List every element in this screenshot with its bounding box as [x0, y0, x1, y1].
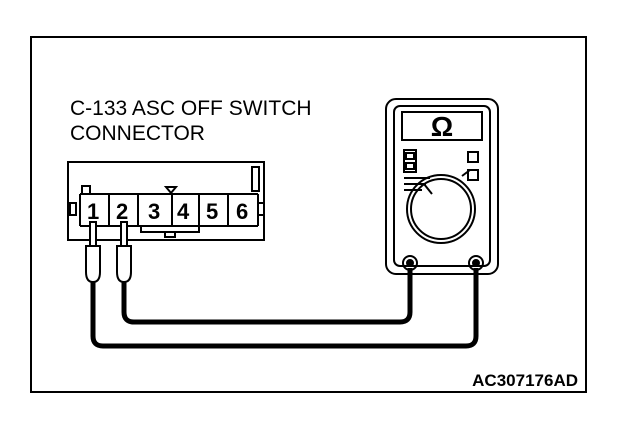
multimeter-body-inner [393, 105, 491, 267]
multimeter-jack-left [402, 255, 418, 271]
connector-keying-notch [164, 231, 176, 238]
multimeter-jack-right [468, 255, 484, 271]
pin-label-5: 5 [206, 199, 218, 224]
multimeter-display [401, 111, 483, 141]
connector-side-clip-left [69, 202, 77, 216]
pin-indicator-triangle [163, 186, 179, 195]
connector-left-tab [81, 185, 91, 195]
connector-housing [67, 161, 265, 241]
pin-label-6: 6 [236, 199, 248, 224]
test-probe-1 [85, 221, 101, 284]
multimeter-body-outer [385, 98, 499, 275]
diagram-frame [30, 36, 587, 393]
lead-wire-pin1 [90, 268, 479, 349]
connector-title-line1: C-133 ASC OFF SWITCH [70, 97, 312, 120]
ohm-symbol: Ω [431, 111, 453, 142]
lead-wire-pin2 [121, 268, 413, 325]
multimeter-dial [406, 174, 476, 244]
connector-lock-tab [251, 166, 260, 192]
figure-code: AC307176AD [472, 371, 578, 390]
pin-label-3: 3 [148, 199, 160, 224]
connector [67, 161, 265, 241]
pin-label-2: 2 [116, 199, 128, 224]
test-probe-2 [116, 221, 132, 284]
pin-label-4: 4 [177, 199, 190, 224]
connector-title-line2: CONNECTOR [70, 122, 205, 145]
pin-label-1: 1 [87, 199, 99, 224]
multimeter [385, 98, 499, 275]
